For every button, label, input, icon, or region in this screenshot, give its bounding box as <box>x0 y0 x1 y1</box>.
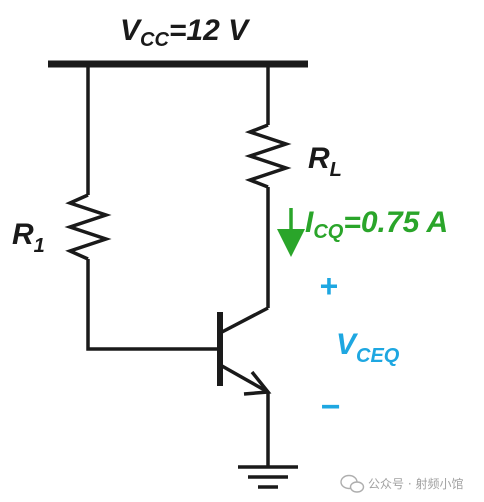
vcc-label: VCC=12 V <box>120 14 251 51</box>
resistor-r1 <box>64 193 112 261</box>
transistor-collector-lead <box>221 306 269 334</box>
emitter-arrow <box>243 370 272 396</box>
base-wire <box>86 259 218 351</box>
ground-symbol <box>238 465 298 489</box>
rl-label: RL <box>308 142 342 181</box>
r1-label: R1 <box>12 218 45 257</box>
vce-plus-sign: + <box>319 268 338 304</box>
watermark-text: 公众号 · 射频小馆 <box>368 476 463 491</box>
resistor-rl <box>244 123 292 189</box>
wechat-icon <box>340 474 365 493</box>
vce-minus-sign: − <box>320 388 340 426</box>
transistor-emitter-lead <box>221 364 269 394</box>
watermark: 公众号 · 射频小馆 <box>340 474 463 493</box>
vceq-label: VCEQ <box>336 328 400 367</box>
npn-transistor <box>217 306 272 396</box>
icq-label: ICQ=0.75 A <box>305 206 448 243</box>
